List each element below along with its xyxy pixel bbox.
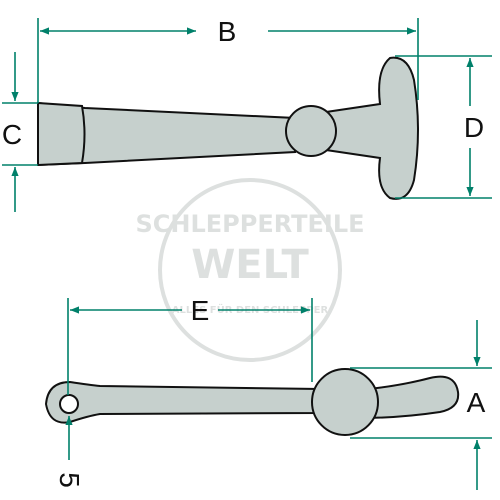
watermark-circle [158, 178, 342, 362]
bottom-view-handle [44, 368, 460, 436]
dimension-lines [2, 18, 492, 490]
label-b: B [218, 16, 237, 47]
curved-hook [359, 375, 460, 420]
top-view-handle [37, 56, 419, 200]
watermark: SCHLEPPERTEILE WELT ALLES FÜR DEN SCHLEP… [135, 178, 365, 362]
t-handle [325, 56, 419, 200]
watermark-line-1: SCHLEPPERTEILE [135, 210, 364, 238]
front-cone [37, 101, 86, 167]
flat-bar [44, 380, 321, 424]
label-5: 5 [54, 472, 85, 488]
ball-knob [285, 105, 337, 157]
watermark-line-2: WELT [191, 242, 309, 288]
label-e: E [191, 295, 210, 326]
label-d: D [464, 112, 484, 143]
watermark-ring-text: ALLES FÜR DEN SCHLEPPER [172, 302, 329, 316]
label-c: C [2, 119, 22, 150]
label-a: A [467, 387, 486, 418]
eye-hole [59, 394, 79, 414]
bottom-ball [311, 368, 379, 436]
